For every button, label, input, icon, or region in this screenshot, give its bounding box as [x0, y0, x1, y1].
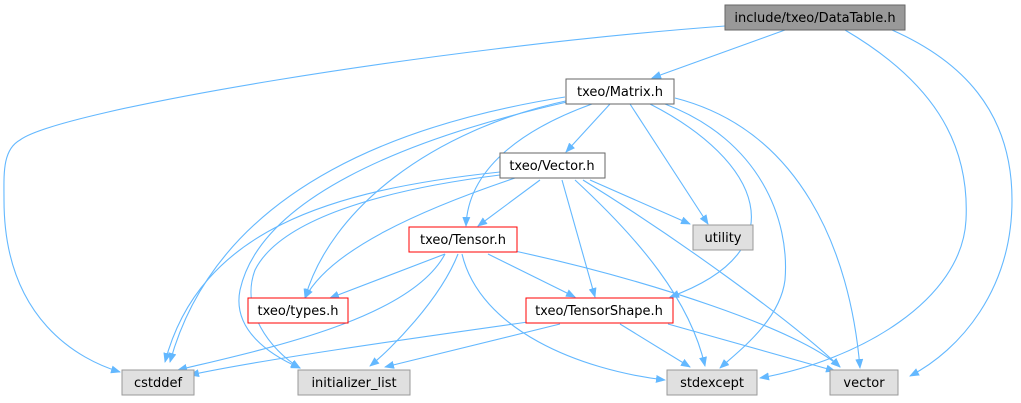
node-vector[interactable]: vector [829, 369, 899, 396]
node-stdexcept-label: stdexcept [680, 376, 744, 391]
node-tensorshape-h-label: txeo/TensorShape.h [535, 304, 663, 319]
node-utility[interactable]: utility [692, 224, 754, 251]
node-datatable-h-label: include/txeo/DataTable.h [734, 11, 895, 26]
edge-datatable-matrix [651, 29, 786, 79]
edge-tensor-vector [509, 249, 841, 368]
edge-vector-h-tensor [477, 179, 541, 227]
edge-vector-h-utility [589, 179, 691, 225]
node-stdexcept[interactable]: stdexcept [666, 369, 758, 396]
edge-tensor-tensorshape [487, 253, 576, 298]
edge-vector-h-tensorshape [561, 179, 597, 298]
edge-vector-h-initializer-list [250, 174, 501, 369]
edge-datatable-cstddef [3, 25, 726, 374]
edge-tensor-types [329, 253, 446, 299]
edge-tensor-stdexcept [461, 253, 666, 383]
node-utility-label: utility [705, 231, 742, 246]
edge-matrix-vector [674, 97, 864, 369]
node-cstddef[interactable]: cstddef [121, 369, 195, 396]
node-datatable-h[interactable]: include/txeo/DataTable.h [724, 4, 906, 31]
node-initializer-list[interactable]: initializer_list [297, 369, 411, 396]
edge-tensorshape-initializer-list [384, 323, 561, 369]
edge-vector-h-types [304, 177, 516, 299]
node-types-h[interactable]: txeo/types.h [247, 297, 349, 324]
node-matrix-h-label: txeo/Matrix.h [577, 85, 663, 100]
node-matrix-h[interactable]: txeo/Matrix.h [565, 78, 675, 105]
edge-datatable-vector [891, 29, 1013, 377]
node-vector-h[interactable]: txeo/Vector.h [499, 152, 606, 179]
edge-matrix-stdexcept [664, 103, 787, 369]
edge-matrix-vector-h [565, 103, 611, 153]
node-tensor-h-label: txeo/Tensor.h [420, 233, 506, 248]
edge-matrix-cstddef [168, 96, 566, 363]
node-vector-h-label: txeo/Vector.h [509, 159, 594, 174]
edge-tensorshape-stdexcept [619, 323, 691, 368]
edge-matrix-utility [629, 103, 709, 225]
edge-vector-h-cstddef [163, 171, 501, 363]
edge-tensorshape-vector [667, 323, 836, 373]
node-vector-label: vector [843, 376, 885, 391]
edge-datatable-stdexcept [759, 29, 967, 381]
edge-matrix-types [303, 99, 571, 299]
edge-vector-h-vector [582, 179, 841, 368]
edge-vector-h-stdexcept [574, 179, 707, 367]
node-tensor-h[interactable]: txeo/Tensor.h [408, 226, 518, 253]
dependency-nodes: include/txeo/DataTable.h txeo/Matrix.h t… [121, 4, 906, 396]
dependency-edges [3, 25, 1013, 383]
edge-tensor-initializer-list [369, 253, 459, 367]
edge-matrix-initializer-list [238, 101, 568, 369]
node-initializer-list-label: initializer_list [311, 376, 396, 391]
node-types-h-label: txeo/types.h [258, 304, 339, 319]
edge-tensor-cstddef [177, 253, 446, 372]
node-tensorshape-h[interactable]: txeo/TensorShape.h [525, 297, 674, 324]
node-cstddef-label: cstddef [134, 376, 183, 391]
edge-tensorshape-cstddef [189, 321, 529, 378]
edge-matrix-tensorshape [649, 103, 752, 298]
